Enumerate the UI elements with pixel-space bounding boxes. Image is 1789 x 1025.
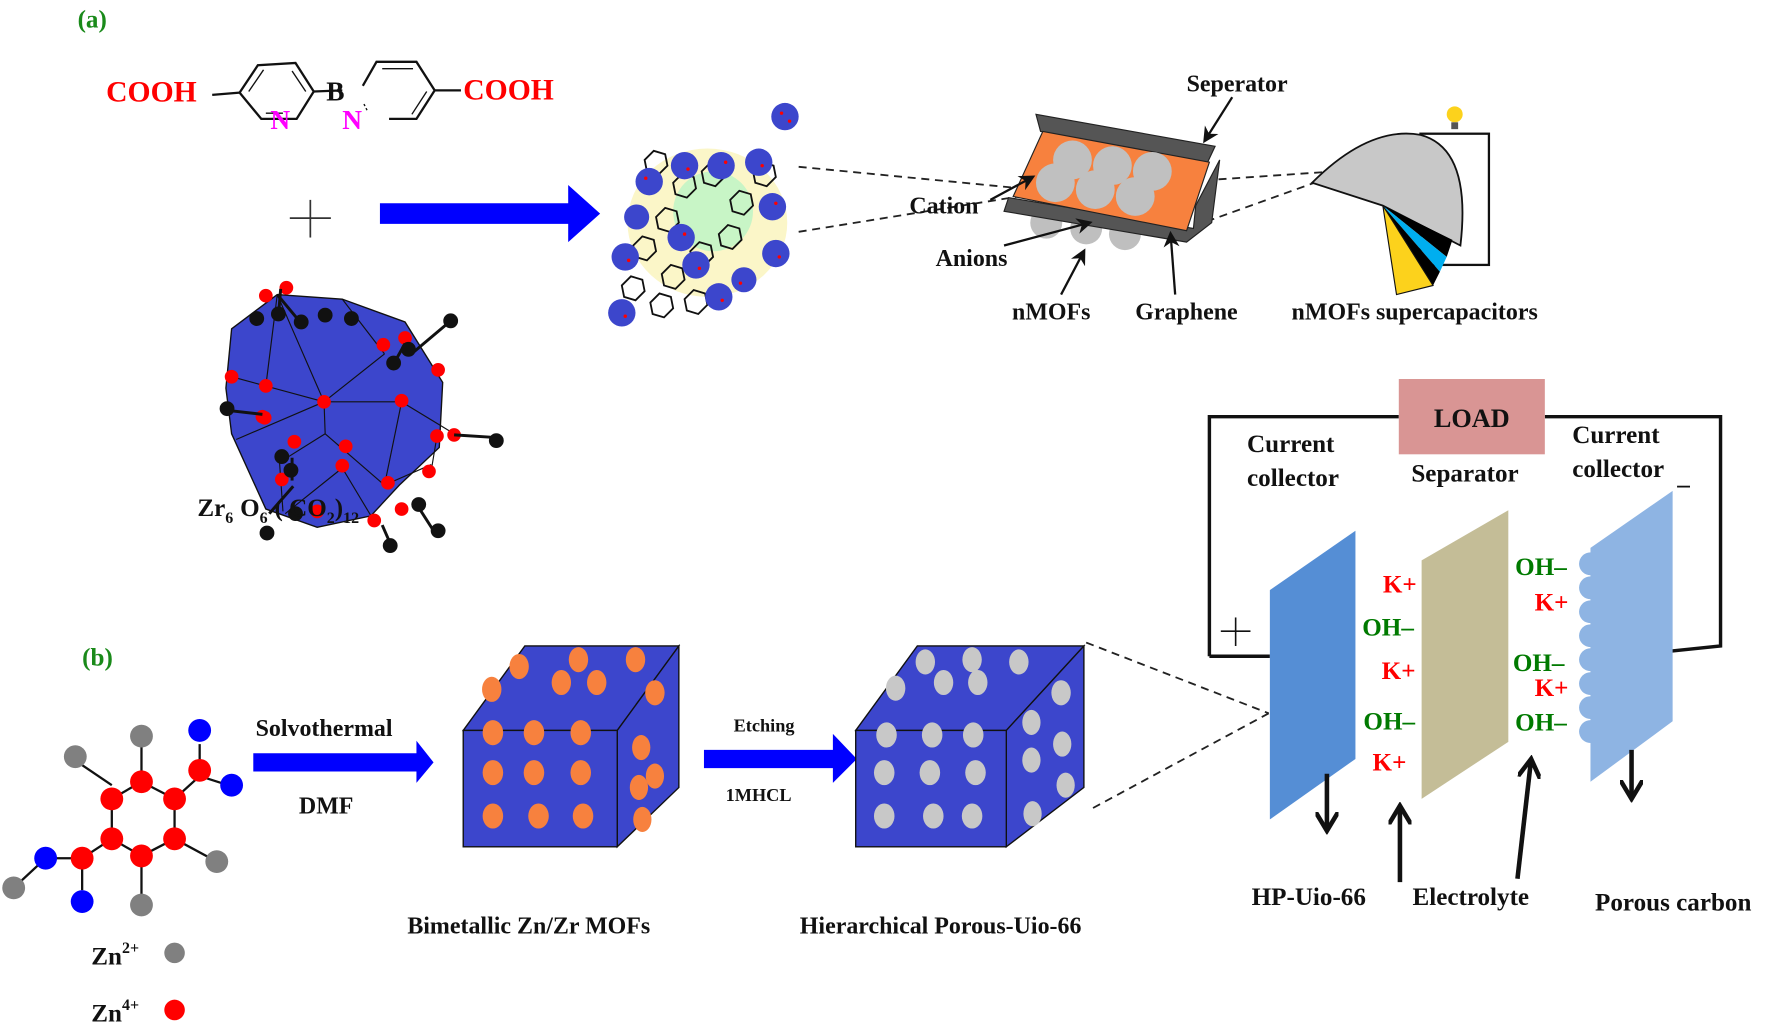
formula-o-sub: 6 [260,510,268,527]
nitrogen-right-label: N [342,105,362,135]
arrow-label-hcl: 1MHCL [726,785,792,805]
zoom-line-cell-to-device-top [1218,170,1335,181]
panel-label-a: (a) [78,7,107,34]
right-electrode-porous-carbon [1579,490,1673,782]
formula-zr-sub: 6 [225,510,233,527]
supercapacitor-cell-illustration [1003,113,1221,251]
precursor-molecule-illustration [2,719,244,917]
nitrogen-left-label: N [270,105,290,135]
ion-legend: Zn2+ Zn4+ [91,940,185,1025]
legend-swatch-red [164,999,185,1021]
graphene-pointer-arrow [1163,230,1180,295]
separator-label: Separator [1411,461,1518,488]
boron-label: B [326,77,344,107]
svg-text:K+: K+ [1382,658,1416,685]
bottom-label-electrolyte: Electrolyte [1412,884,1529,911]
svg-text:OH–: OH– [1363,708,1415,735]
svg-text:OH–: OH– [1515,709,1567,736]
zoom-line-cell-to-device-bottom [1180,181,1315,232]
cooh-right-label: COOH [463,74,554,106]
electrolyte-ions-left: K+ OH– K+ OH– K+ [1362,571,1416,776]
zr6-cluster-illustration [219,280,504,554]
formula-close: ) [335,495,343,522]
cube1-label: Bimetallic Zn/Zr MOFs [407,914,650,940]
cell-label-separator: Seperator [1187,71,1288,97]
collector-left-line1: Current [1247,431,1335,458]
load-box [1398,379,1545,455]
positive-terminal-sign [1220,617,1251,646]
supercapacitor-device-illustration [1310,106,1491,296]
collector-right-line2: collector [1572,456,1664,483]
svg-text:K+: K+ [1535,590,1569,617]
formula-co2: ( CO [274,495,326,522]
collector-left-line2: collector [1247,465,1339,492]
svg-text:K+: K+ [1383,571,1417,598]
cell-label-cation: Cation [909,194,978,220]
panel-label-b: (b) [82,644,113,671]
formula-co2-sub: 2 [327,510,335,527]
svg-text:K+: K+ [1373,749,1407,776]
formula-outer-sub: 12 [343,510,359,527]
separator-pointer-arrow [1203,96,1234,144]
device-label-supercapacitors: nMOFs supercapacitors [1292,300,1538,326]
load-label: LOAD [1434,404,1510,433]
legend-item-zn2: Zn2+ [91,940,185,970]
electrolyte-ions-right: OH– K+ OH– K+ OH– [1513,554,1569,736]
hierarchical-porous-cube [854,644,1086,849]
cell-label-graphene: Graphene [1135,300,1237,326]
legend-item-zn4: Zn4+ [91,997,185,1025]
light-bulb-icon [1446,106,1463,123]
svg-text:OH–: OH– [1513,650,1565,677]
formula-zr: Zr [197,495,225,522]
svg-text:Zn4+: Zn4+ [91,997,139,1025]
formula-o: O [240,495,260,522]
cell-label-nmofs: nMOFs [1012,300,1090,326]
etching-arrow [703,733,857,783]
mof-framework-illustration [608,102,799,327]
device-pointer-arrows [1327,749,1654,883]
bottom-label-porous-carbon: Porous carbon [1595,890,1751,917]
svg-text:K+: K+ [1535,675,1569,702]
anions-pointer-arrow [1003,218,1093,247]
zoom-line-cube-to-device-top [1085,641,1270,715]
zoom-line-mof-to-cell-top [798,165,1023,190]
solvothermal-arrow [253,740,434,783]
zoom-line-cube-to-device-bottom [1092,712,1270,809]
left-electrode-hp-uio66 [1269,530,1356,820]
plus-sign [289,199,331,238]
separator-membrane [1421,510,1509,799]
cube2-label: Hierarchical Porous-Uio-66 [800,914,1082,940]
arrow-label-etching: Etching [734,716,795,736]
nmofs-pointer-arrow [1060,248,1086,296]
cation-pointer-arrow [989,175,1036,201]
arrow-label-dmf: DMF [299,794,354,820]
cell-label-anions: Anions [936,246,1008,272]
svg-text:Zn2+: Zn2+ [91,940,139,970]
linker-molecule: COOH N B N COOH [106,60,554,135]
bimetallic-mof-cube [461,643,681,849]
cooh-left-label: COOH [106,77,197,109]
zoom-line-mof-to-cell-bottom [798,195,1020,233]
collector-right-line1: Current [1572,422,1660,449]
synthesis-arrow-a [379,185,601,243]
arrow-label-solvothermal: Solvothermal [256,716,393,742]
svg-text:OH–: OH– [1515,554,1567,581]
legend-swatch-gray [164,942,185,964]
bottom-label-hp-uio66: HP-Uio-66 [1252,884,1366,911]
device-circuit [1207,414,1723,658]
negative-terminal-sign: _ [1676,463,1690,490]
svg-text:OH–: OH– [1362,615,1414,642]
